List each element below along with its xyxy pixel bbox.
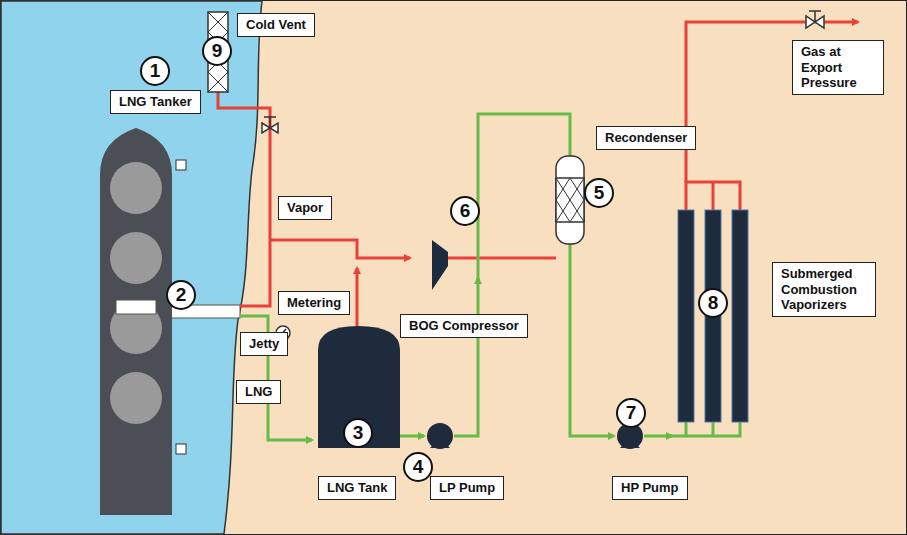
callout-number: 8 [698, 288, 728, 318]
label-text: LNG [245, 384, 272, 400]
callout-number: 2 [166, 280, 196, 310]
label-box: Jetty [240, 332, 288, 356]
callout-number: 7 [616, 398, 646, 428]
callout-number: 5 [584, 178, 614, 208]
callout-number: 9 [202, 36, 232, 66]
label-box: Gas at Export Pressure [792, 40, 884, 95]
label-text: Cold Vent [246, 17, 306, 33]
label-box: LNG [236, 380, 281, 404]
label-text: BOG Compressor [409, 318, 519, 334]
label-text: Gas at Export Pressure [801, 44, 875, 91]
label-box: Metering [278, 291, 350, 315]
label-text: Vapor [287, 200, 323, 216]
callout-number: 1 [140, 56, 170, 86]
label-text: LNG Tank [327, 480, 387, 496]
label-box: LP Pump [430, 476, 504, 500]
label-text: LP Pump [439, 480, 495, 496]
label-text: Submerged Combustion Vaporizers [781, 266, 867, 313]
label-text: Recondenser [605, 130, 687, 146]
label-box: Recondenser [596, 126, 696, 150]
label-box: BOG Compressor [400, 314, 528, 338]
label-box: Cold Vent [237, 13, 315, 37]
label-box: Vapor [278, 196, 332, 220]
label-box: LNG Tanker [110, 90, 201, 114]
label-text: Metering [287, 295, 341, 311]
callout-number: 3 [343, 418, 373, 448]
label-text: LNG Tanker [119, 94, 192, 110]
callout-number: 4 [403, 452, 433, 482]
label-box: LNG Tank [318, 476, 396, 500]
label-text: HP Pump [621, 480, 679, 496]
label-box: HP Pump [612, 476, 688, 500]
callout-number: 6 [450, 196, 480, 226]
label-text: Jetty [249, 336, 279, 352]
label-box: Submerged Combustion Vaporizers [772, 262, 876, 317]
